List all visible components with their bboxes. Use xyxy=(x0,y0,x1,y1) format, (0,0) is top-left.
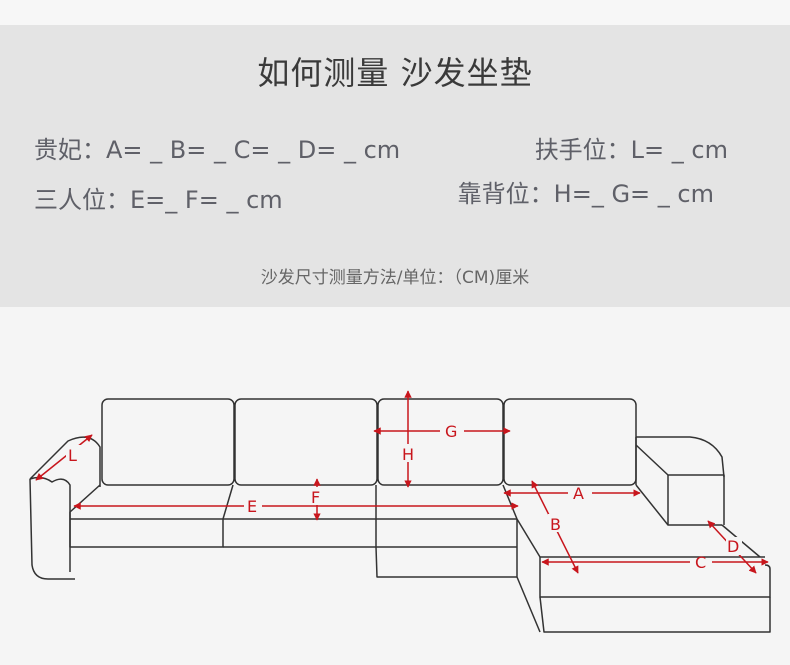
label-F: F xyxy=(311,488,320,507)
spec-three-seat: 三人位：E=_ F= _ cm xyxy=(34,186,283,214)
spec-backrest: 靠背位：H=_ G= _ cm xyxy=(457,180,714,208)
back-cushion-1 xyxy=(101,398,235,486)
label-G: G xyxy=(445,422,457,441)
dimension-labels: L G H F E A B C D xyxy=(66,422,742,572)
header-panel xyxy=(0,25,790,307)
label-C: C xyxy=(695,553,706,572)
back-cushion-2 xyxy=(234,398,378,486)
top-band xyxy=(0,0,790,25)
back-cushion-4 xyxy=(503,398,637,486)
spec-chaise: 贵妃：A= _ B= _ C= _ D= _ cm xyxy=(34,136,401,164)
label-E: E xyxy=(247,497,257,516)
sofa-diagram: L G H F E A B C D xyxy=(29,390,771,633)
back-cushion-3 xyxy=(377,398,504,486)
sofa-outline xyxy=(29,398,771,633)
page-title: 如何测量 沙发坐垫 xyxy=(257,54,533,92)
label-B: B xyxy=(550,515,561,534)
dimension-lines xyxy=(35,390,769,574)
unit-subtitle: 沙发尺寸测量方法/单位：（CM)厘米 xyxy=(260,268,530,288)
dim-L xyxy=(35,434,93,481)
label-H: H xyxy=(402,445,414,464)
spec-armrest: 扶手位：L= _ cm xyxy=(534,136,728,164)
label-D: D xyxy=(727,537,739,556)
label-L: L xyxy=(68,446,77,465)
label-A: A xyxy=(573,484,584,503)
left-armrest xyxy=(29,478,75,580)
